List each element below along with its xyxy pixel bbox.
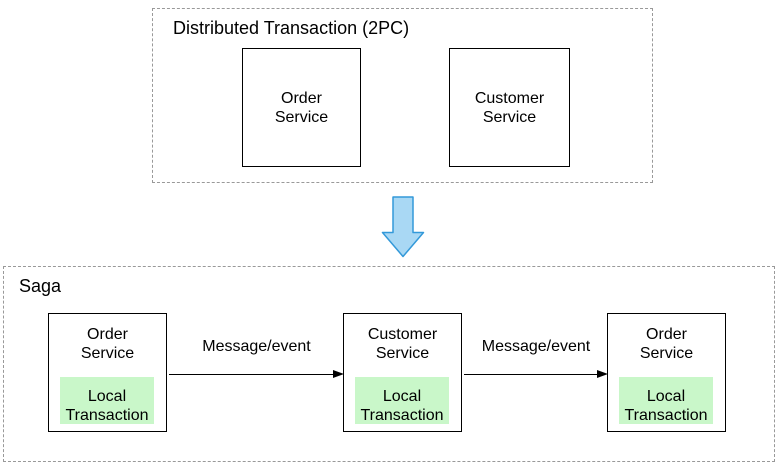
saga-group-title: Saga bbox=[19, 276, 62, 296]
local-transaction-box-2: Local Transaction bbox=[355, 377, 449, 424]
message-event-label-1: Message/event bbox=[202, 338, 311, 355]
local-transaction-box-1: Local Transaction bbox=[60, 377, 154, 424]
order-service-box-saga-2: Order Service Local Transaction bbox=[607, 313, 726, 432]
order-service-box-saga-1: Order Service Local Transaction bbox=[48, 313, 167, 432]
customer-service-box-2pc: Customer Service bbox=[449, 48, 570, 167]
customer-service-label-saga: Customer Service bbox=[367, 326, 438, 362]
local-transaction-label-3: Local Transaction bbox=[624, 388, 708, 424]
message-arrow-line-1 bbox=[169, 374, 334, 375]
message-arrow-head-icon-2 bbox=[597, 370, 608, 378]
local-transaction-label-1: Local Transaction bbox=[65, 388, 149, 424]
order-service-label-2pc: Order Service bbox=[274, 89, 329, 126]
message-arrow-head-icon-1 bbox=[333, 370, 344, 378]
customer-service-label-2pc: Customer Service bbox=[474, 89, 545, 126]
order-service-label-saga-1: Order Service bbox=[80, 326, 135, 362]
two-pc-group-title: Distributed Transaction (2PC) bbox=[173, 18, 410, 38]
customer-service-box-saga: Customer Service Local Transaction bbox=[343, 313, 462, 432]
local-transaction-box-3: Local Transaction bbox=[619, 377, 713, 424]
order-service-label-saga-2: Order Service bbox=[639, 326, 694, 362]
message-event-label-2: Message/event bbox=[481, 338, 591, 355]
down-arrow-icon bbox=[381, 196, 425, 258]
local-transaction-label-2: Local Transaction bbox=[360, 388, 444, 424]
message-arrow-line-2 bbox=[464, 374, 598, 375]
two-pc-group: Distributed Transaction (2PC) Order Serv… bbox=[152, 8, 653, 183]
order-service-box-2pc: Order Service bbox=[242, 48, 361, 167]
saga-group: Saga Order Service Local Transaction Mes… bbox=[3, 266, 775, 462]
